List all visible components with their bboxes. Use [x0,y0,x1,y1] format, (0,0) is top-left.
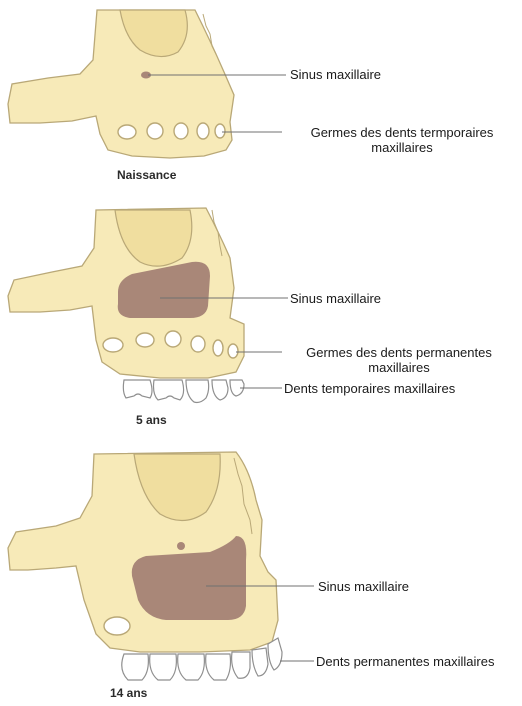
label-sinus-birth: Sinus maxillaire [290,67,381,82]
unerupted-tooth-14-years [104,617,130,635]
label-germs-birth-line2: maxillaires [284,140,520,155]
label-germs-5-years: Germes des dents permanentes maxillaires [284,345,514,375]
primary-teeth-5-years [123,380,244,403]
panel-14-years-illustration [8,452,314,680]
label-germs-5-years-line2: maxillaires [284,360,514,375]
label-germs-5-years-line1: Germes des dents permanentes [284,345,514,360]
label-germs-birth-line1: Germes des dents termporaires [284,125,520,140]
panel-5-years-illustration [8,208,288,403]
label-sinus-14-years: Sinus maxillaire [318,579,409,594]
stage-label-5-years: 5 ans [136,413,167,427]
infraorbital-foramen [177,542,185,550]
label-sinus-5-years: Sinus maxillaire [290,291,381,306]
panel-birth-illustration [8,10,286,158]
stage-label-birth: Naissance [117,168,176,182]
label-primary-teeth: Dents temporaires maxillaires [284,381,455,396]
label-permanent-teeth: Dents permanentes maxillaires [316,654,494,669]
stage-label-14-years: 14 ans [110,686,147,700]
label-germs-birth: Germes des dents termporaires maxillaire… [284,125,520,155]
